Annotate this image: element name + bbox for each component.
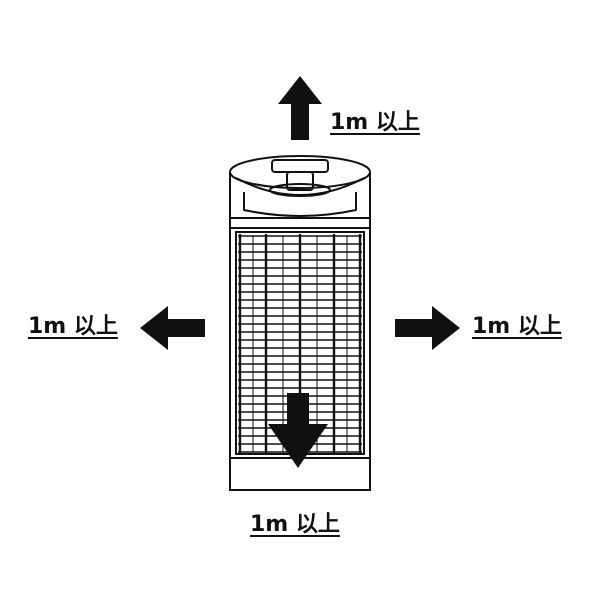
device-knob-icon: [286, 171, 314, 191]
clearance-label-top: 1m 以上: [330, 110, 420, 135]
device-top-inner: [243, 192, 357, 217]
device-top-dish: [235, 177, 365, 196]
arrow-right-icon: [395, 306, 460, 350]
clearance-label-left: 1m 以上: [28, 314, 118, 339]
arrow-down-icon: [268, 393, 328, 468]
clearance-label-right: 1m 以上: [472, 314, 562, 339]
bug-zapper-device-icon: [229, 155, 371, 491]
arrow-up-icon: [278, 76, 322, 140]
device-outer-body: [229, 172, 371, 491]
device-handle: [271, 159, 329, 173]
clearance-label-bottom: 1m 以上: [250, 512, 340, 537]
arrow-left-icon: [140, 306, 205, 350]
device-grid-icon: [238, 234, 362, 454]
device-knob-base: [269, 183, 331, 197]
